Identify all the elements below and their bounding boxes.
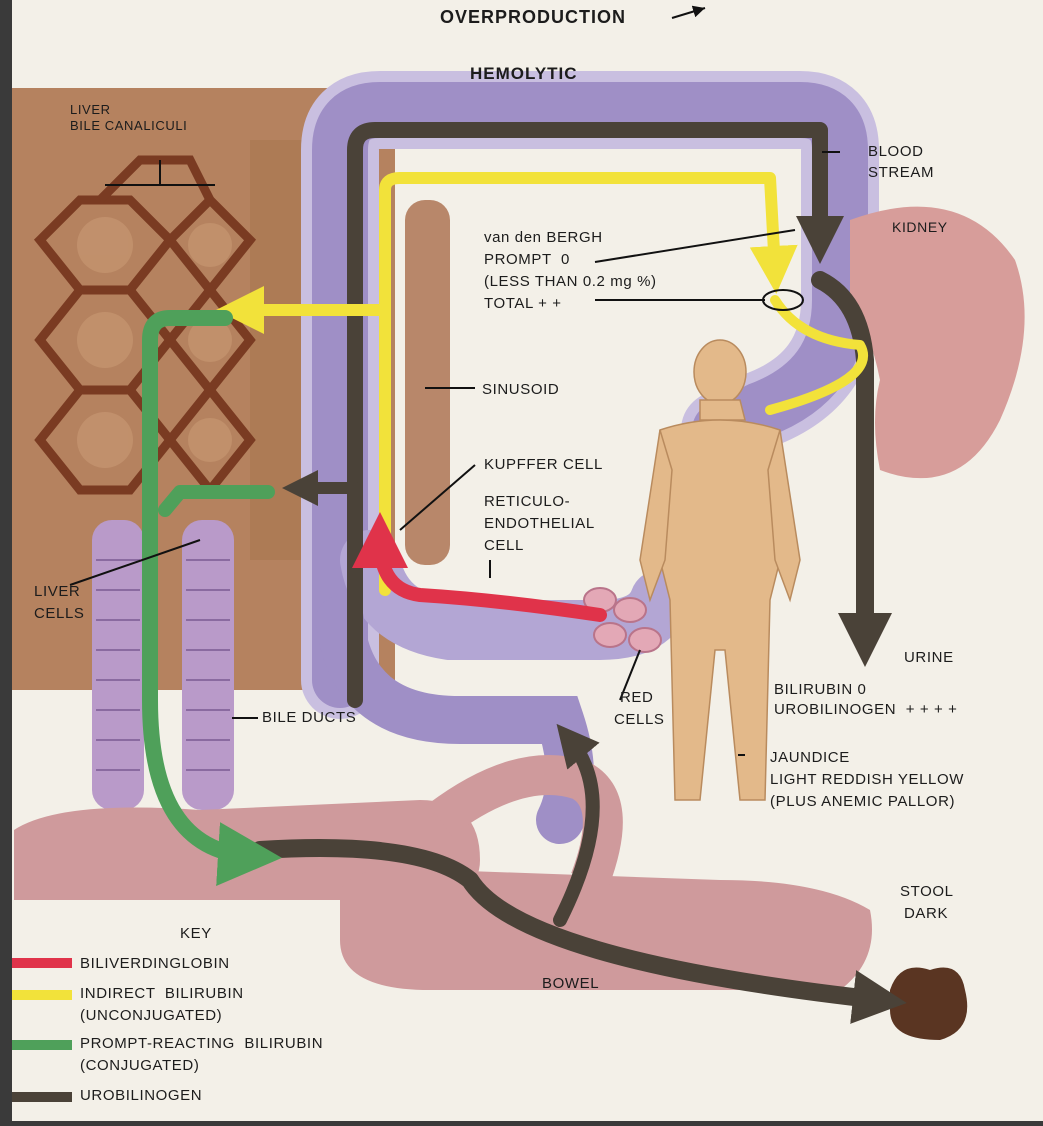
label-reticulo-3: CELL [484,536,524,555]
heading-overproduction: OVERPRODUCTION [440,8,626,27]
key-title: KEY [180,924,212,943]
label-liver-cells-2: CELLS [34,604,85,623]
heading-hemolytic: HEMOLYTIC [470,64,578,83]
label-red-cells-2: CELLS [614,710,665,729]
label-sinusoid: SINUSOID [482,380,559,399]
label-reticulo-2: ENDOTHELIAL [484,514,595,533]
key-swatch-3 [12,1092,72,1102]
key-swatch-2 [12,1040,72,1050]
key-item-biliverdinglobin: BILIVERDINGLOBIN [80,954,230,973]
label-blood-stream-2: STREAM [868,163,934,182]
sinusoid-wall [405,200,450,565]
key-item-prompt-reacting-sub: (CONJUGATED) [80,1056,199,1075]
key-item-urobilinogen: UROBILINOGEN [80,1086,202,1105]
label-liver-canaliculi-2: BILE CANALICULI [70,116,187,135]
key-swatch-1 [12,990,72,1000]
label-stool-1: STOOL [900,882,954,901]
label-jaundice-1: JAUNDICE [770,748,850,767]
key-item-indirect-bilirubin-sub: (UNCONJUGATED) [80,1006,222,1025]
label-kupffer-cell: KUPFFER CELL [484,455,603,474]
label-stool-2: DARK [904,904,948,923]
label-jaundice-3: (PLUS ANEMIC PALLOR) [770,792,955,811]
key-item-indirect-bilirubin: INDIRECT BILIRUBIN [80,984,244,1003]
label-van-den-bergh-1: van den BERGH [484,228,603,247]
label-bile-ducts: BILE DUCTS [262,708,356,727]
label-van-den-bergh-2: PROMPT 0 [484,250,570,269]
key-swatch-0 [12,958,72,968]
key-item-prompt-reacting: PROMPT-REACTING BILIRUBIN [80,1034,323,1053]
label-liver-cells-1: LIVER [34,582,80,601]
label-blood-stream-1: BLOOD [868,142,924,161]
label-urine-urobilinogen: UROBILINOGEN + + + + [774,700,958,719]
label-bowel: BOWEL [542,974,599,993]
label-urine-bilirubin: BILIRUBIN 0 [774,680,866,699]
label-van-den-bergh-4: TOTAL + + [484,294,562,313]
label-urine: URINE [904,648,954,667]
label-van-den-bergh-3: (LESS THAN 0.2 mg %) [484,272,657,291]
label-reticulo-1: RETICULO- [484,492,570,511]
label-jaundice-2: LIGHT REDDISH YELLOW [770,770,964,789]
stool-mass [890,968,967,1041]
label-red-cells-1: RED [620,688,653,707]
label-kidney: KIDNEY [892,218,948,237]
